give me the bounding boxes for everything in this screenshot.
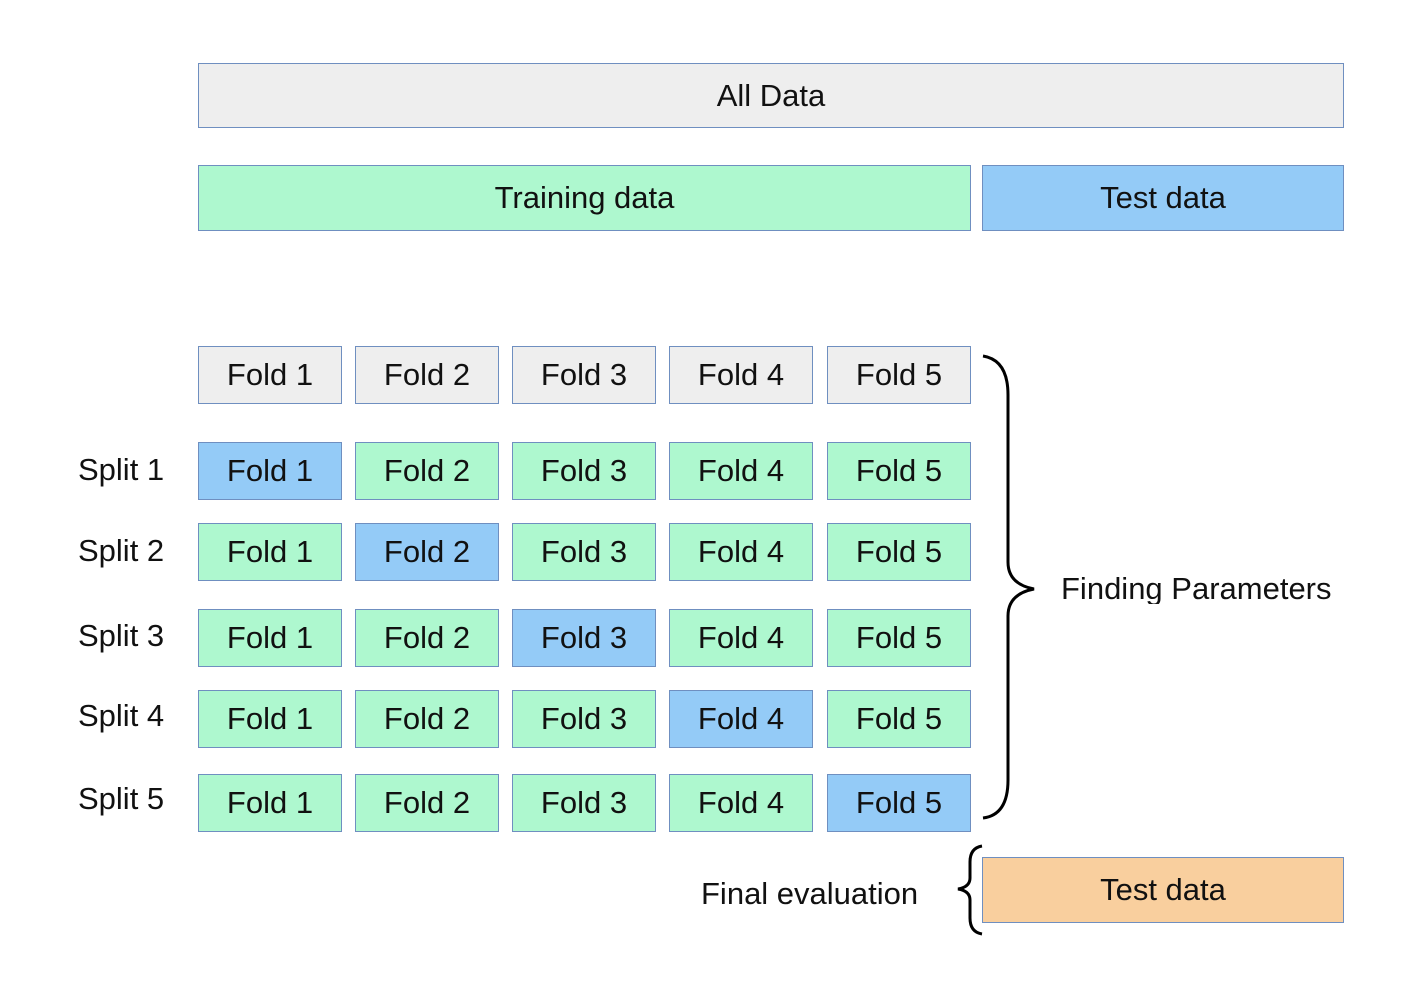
training-data-label: Training data bbox=[494, 180, 675, 215]
split-label-2: Split 2 bbox=[78, 533, 165, 568]
split-2-fold-3-train: Fold 3 bbox=[512, 523, 656, 581]
split-5-fold-2-train: Fold 2 bbox=[355, 774, 499, 832]
split-4-fold-3-train: Fold 3 bbox=[512, 690, 656, 748]
split-label-4: Split 4 bbox=[78, 698, 165, 733]
split-1-fold-2-train: Fold 2 bbox=[355, 442, 499, 500]
split-2-fold-1-train: Fold 1 bbox=[198, 523, 342, 581]
split-3-fold-3-test: Fold 3 bbox=[512, 609, 656, 667]
split-3-fold-1-train: Fold 1 bbox=[198, 609, 342, 667]
split-label-3: Split 3 bbox=[78, 618, 165, 653]
split-2-fold-4-train: Fold 4 bbox=[669, 523, 813, 581]
split-label-1: Split 1 bbox=[78, 452, 165, 487]
training-data-box: Training data bbox=[198, 165, 971, 231]
all-data-box: All Data bbox=[198, 63, 1344, 128]
final-evaluation-label: Final evaluation bbox=[701, 876, 919, 911]
split-3-fold-5-train: Fold 5 bbox=[827, 609, 971, 667]
finding-parameters-label: Finding Parameters bbox=[1061, 573, 1332, 604]
split-1-fold-1-test: Fold 1 bbox=[198, 442, 342, 500]
header-fold-5: Fold 5 bbox=[827, 346, 971, 404]
split-2-fold-2-test: Fold 2 bbox=[355, 523, 499, 581]
header-fold-3: Fold 3 bbox=[512, 346, 656, 404]
final-test-data-label: Test data bbox=[1100, 872, 1226, 907]
split-4-fold-5-train: Fold 5 bbox=[827, 690, 971, 748]
header-fold-4: Fold 4 bbox=[669, 346, 813, 404]
split-2-fold-5-train: Fold 5 bbox=[827, 523, 971, 581]
finding-parameters-brace bbox=[982, 354, 1035, 820]
split-1-fold-3-train: Fold 3 bbox=[512, 442, 656, 500]
split-1-fold-5-train: Fold 5 bbox=[827, 442, 971, 500]
split-5-fold-1-train: Fold 1 bbox=[198, 774, 342, 832]
split-1-fold-4-train: Fold 4 bbox=[669, 442, 813, 500]
split-4-fold-4-test: Fold 4 bbox=[669, 690, 813, 748]
test-data-label: Test data bbox=[1100, 180, 1226, 215]
split-label-5: Split 5 bbox=[78, 781, 165, 816]
split-3-fold-4-train: Fold 4 bbox=[669, 609, 813, 667]
final-test-data-box: Test data bbox=[982, 857, 1344, 923]
split-5-fold-4-train: Fold 4 bbox=[669, 774, 813, 832]
split-3-fold-2-train: Fold 2 bbox=[355, 609, 499, 667]
split-4-fold-1-train: Fold 1 bbox=[198, 690, 342, 748]
header-fold-2: Fold 2 bbox=[355, 346, 499, 404]
final-evaluation-brace bbox=[957, 844, 983, 936]
all-data-label: All Data bbox=[716, 77, 826, 113]
header-fold-1: Fold 1 bbox=[198, 346, 342, 404]
test-data-box: Test data bbox=[982, 165, 1344, 231]
split-5-fold-3-train: Fold 3 bbox=[512, 774, 656, 832]
split-5-fold-5-test: Fold 5 bbox=[827, 774, 971, 832]
split-4-fold-2-train: Fold 2 bbox=[355, 690, 499, 748]
